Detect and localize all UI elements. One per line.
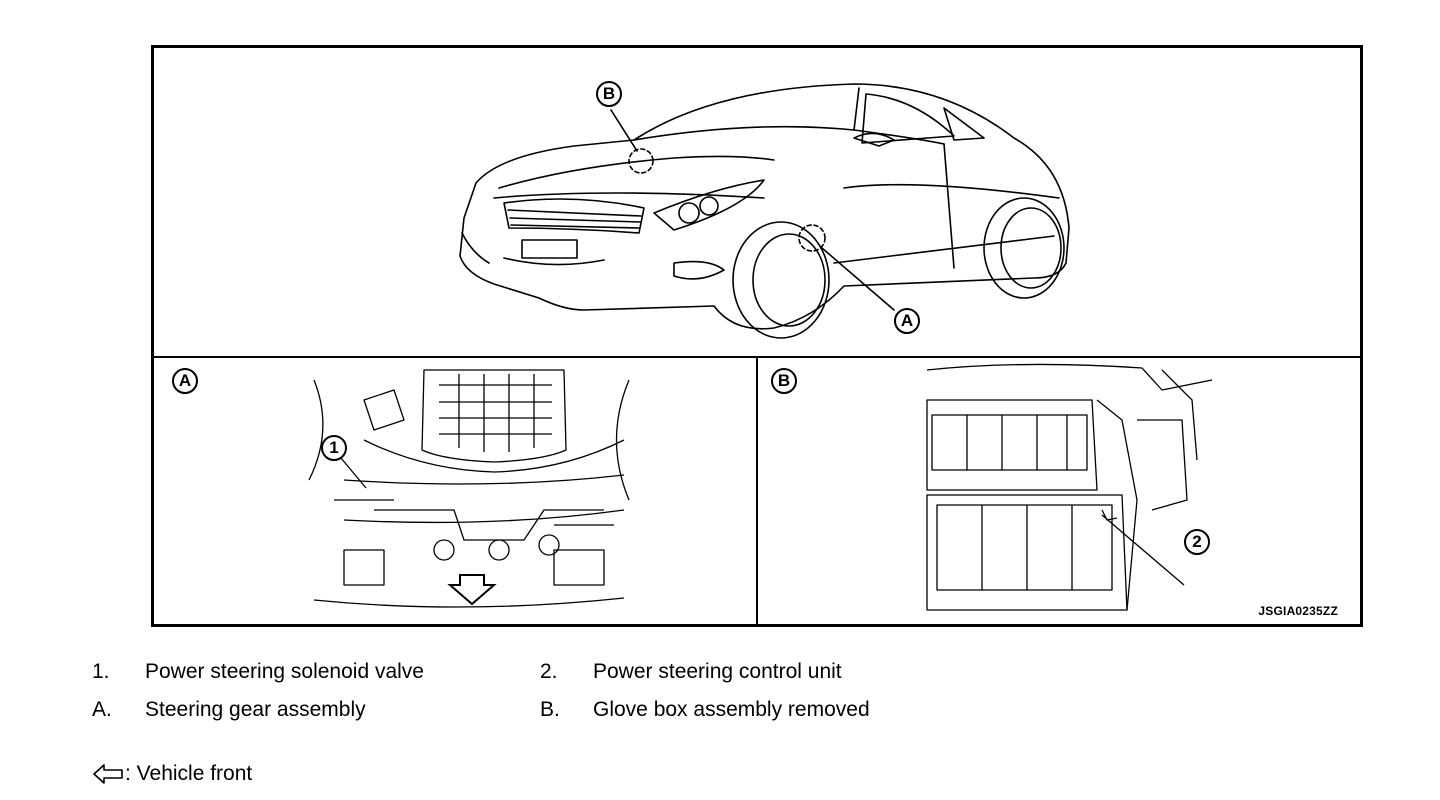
vehicle-front-arrow-icon (93, 764, 123, 784)
vehicle-front-text: : Vehicle front (125, 762, 253, 785)
car-icon (459, 83, 1070, 339)
diagram-frame: B A A 1 (151, 45, 1363, 627)
callout-b-top: B (596, 81, 622, 107)
callout-b-panel: B (771, 368, 797, 394)
glove-box-icon (926, 363, 1213, 611)
callout-2: 2 (1184, 529, 1210, 555)
callout-a-panel: A (172, 368, 198, 394)
legend-key: 1. (92, 660, 110, 683)
legend-key: 2. (540, 660, 558, 683)
callout-a-top: A (894, 308, 920, 334)
figure-code: JSGIA0235ZZ (1258, 604, 1338, 618)
panel-divider-horizontal (154, 356, 1360, 358)
legend-text: Steering gear assembly (145, 698, 366, 721)
steering-gear-icon (308, 369, 630, 608)
legend-text: Glove box assembly removed (593, 698, 870, 721)
legend-key: A. (92, 698, 112, 721)
callout-1: 1 (321, 435, 347, 461)
vehicle-front-note: : Vehicle front (92, 762, 252, 786)
legend-text: Power steering control unit (593, 660, 842, 683)
panel-divider-vertical (756, 358, 758, 624)
legend-text: Power steering solenoid valve (145, 660, 424, 683)
legend-key: B. (540, 698, 560, 721)
